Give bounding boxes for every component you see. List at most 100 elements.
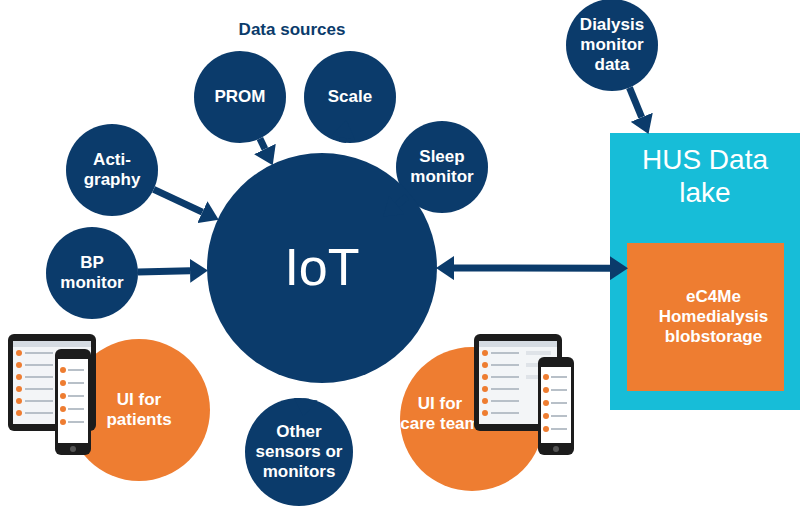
list-line [551,415,567,417]
text-holder: BP monitor [46,227,138,319]
source-circle: BP monitor [46,227,138,319]
list-line [68,369,84,371]
list-dot [16,410,22,416]
list-dot [16,374,22,380]
side-panel [62,363,87,367]
list-dot [60,367,66,373]
tablet-body [474,334,562,431]
tablet-body [8,334,96,431]
tablet-illustration [8,334,96,431]
list-line [68,382,84,384]
side-panel [62,387,87,391]
list-line [25,400,53,402]
storage-box: eC4Me Homedialysis blobstorage [627,243,784,391]
list-line [491,388,519,390]
list-dot [482,386,488,392]
circle-fill [68,339,210,481]
group-heading: Data sources [222,20,362,40]
arrow-connector [260,138,265,148]
node-label: Other sensors or monitors [253,422,345,482]
circle-fill [46,227,138,319]
arrow-connector [339,138,347,143]
text-holder: Dialysis monitor data [566,0,658,91]
list-line [491,364,519,366]
arrow-connector [397,197,407,205]
text-holder: UI for patients [68,339,210,481]
arrow-connector [154,189,203,212]
phone-body [55,349,91,455]
list-dot [60,380,66,386]
side-panel [526,351,551,355]
text-holder: UI for care team [400,347,544,491]
side-panel [526,375,551,379]
circle-fill [566,0,658,91]
list-dot [482,350,488,356]
circle-fill [194,51,286,143]
node-label: BP monitor [57,253,127,293]
node-label: UI for patients [103,390,175,430]
list-dot [543,413,549,419]
list-line [551,402,567,404]
source-circle: Scale [304,51,396,143]
node-label: Dialysis monitor data [573,15,651,75]
circle-fill [245,398,353,506]
data-lake-box: HUS Data lake eC4Me Homedialysis blobstor… [610,133,800,410]
source-circle: Dialysis monitor data [566,0,658,91]
list-line [25,376,53,378]
node-label: Acti- graphy [77,150,147,190]
phone-illustration [55,349,91,455]
list-line [68,421,84,423]
list-dot [60,393,66,399]
list-dot [543,426,549,432]
text-holder: PROM [194,51,286,143]
screen-header [13,341,91,347]
arrow-connector [629,88,641,118]
circle-fill [66,124,158,216]
list-dot [543,374,549,380]
phone-body [538,357,574,455]
node-label: eC4Me Homedialysis blobstorage [654,287,774,347]
circle-fill [304,51,396,143]
arrow-connector [138,271,190,272]
list-dot [60,419,66,425]
side-panel [62,375,87,379]
list-dot [543,400,549,406]
source-circle: PROM [194,51,286,143]
screen-header [479,341,557,347]
node-label: HUS Data lake [630,143,780,209]
list-line [68,395,84,397]
circle-fill [207,153,437,383]
list-line [68,408,84,410]
text-holder: Other sensors or monitors [245,398,353,506]
side-panel [526,363,551,367]
source-circle: Other sensors or monitors [245,398,353,506]
arrow-connector [302,395,309,403]
home-button [70,446,76,452]
list-line [25,352,53,354]
phone-illustration [538,357,574,455]
list-dot [482,374,488,380]
tablet-illustration [474,334,562,431]
side-panel [62,351,87,355]
circle-fill [400,347,544,491]
node-label: UI for care team [399,394,481,434]
list-dot [482,398,488,404]
list-line [551,389,567,391]
text-holder: IoT [207,153,437,383]
node-label: Sleep monitor [406,147,478,187]
list-dot [16,398,22,404]
list-dot [482,362,488,368]
ui-circle: UI for patients [68,339,210,481]
list-line [25,412,53,414]
phone-screen [541,367,571,443]
tablet-screen [479,341,557,424]
source-circle: Acti- graphy [66,124,158,216]
list-dot [482,410,488,416]
list-line [491,400,519,402]
list-dot [16,386,22,392]
tablet-screen [13,341,91,424]
ui-circle: UI for care team [400,347,544,491]
list-line [491,352,519,354]
